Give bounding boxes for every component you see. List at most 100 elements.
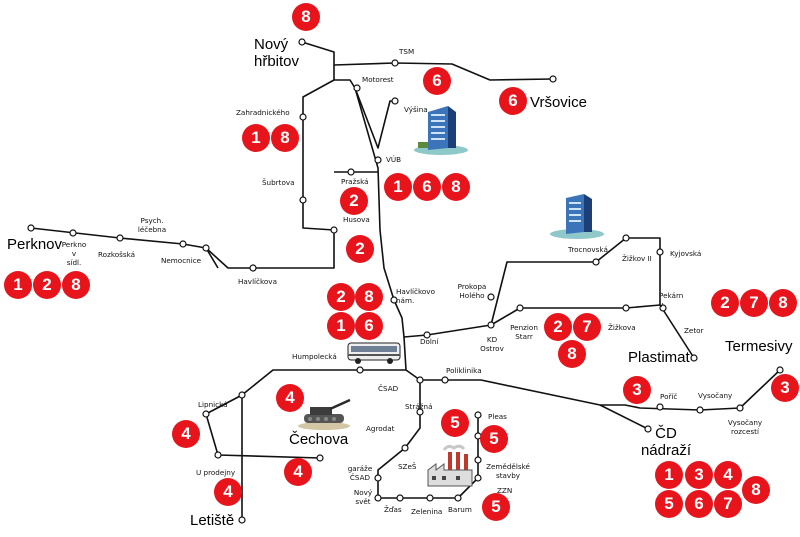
stop-markers — [27, 38, 784, 524]
stop-trocnovska: Trocnovská — [568, 245, 608, 254]
stop-marker — [116, 234, 124, 242]
line-badge: 7 — [714, 490, 742, 518]
stop-novy-svet: Nový svět — [353, 488, 373, 506]
line-badge: 8 — [442, 173, 470, 201]
stop-zzn: ZZN — [497, 486, 513, 495]
stop-humpolecka: Humpolecká — [292, 352, 337, 361]
line-badge: 8 — [355, 283, 383, 311]
stop-lipnicka: Lipnická — [198, 400, 228, 409]
stop-marker — [454, 494, 462, 502]
line-badge: 8 — [769, 289, 797, 317]
line-badge: 1 — [655, 461, 683, 489]
district-perknov: Perknov — [7, 236, 63, 253]
line-badge: 4 — [284, 458, 312, 486]
stop-marker — [644, 425, 652, 433]
line-badge: 2 — [33, 271, 61, 299]
stop-szes: SZeŠ — [398, 462, 417, 471]
line-badge: 8 — [292, 3, 320, 31]
stop-tsm: TSM — [399, 47, 415, 56]
stop-marker — [356, 366, 364, 374]
stop-marker — [330, 226, 338, 234]
stop-marker — [474, 456, 482, 464]
stop-penzion-starr: Penzion Starr — [510, 323, 538, 341]
stop-subrtova: Šubrtova — [262, 178, 295, 187]
line-badge: 6 — [355, 312, 383, 340]
line-badge: 2 — [711, 289, 739, 317]
line-badge: 1 — [384, 173, 412, 201]
line-badge: 1 — [4, 271, 32, 299]
line-badge: 1 — [242, 124, 270, 152]
stop-marker — [776, 366, 784, 374]
stop-marker — [656, 403, 664, 411]
line-badge: 5 — [482, 493, 510, 521]
stop-prazska: Pražská — [341, 177, 369, 186]
line-badge: 5 — [655, 490, 683, 518]
stop-zelenina: Zelenina — [411, 507, 443, 516]
district-novy-hrbitov: Nový hřbitov — [254, 36, 300, 70]
stop-zizkov-ii: Žižkov II — [622, 254, 652, 263]
stop-marker — [202, 244, 210, 252]
stop-havlickovo-nam: Havlíčkovo nám. — [396, 287, 435, 305]
route-lines — [30, 41, 781, 520]
stop-havlickova: Havlíčkova — [238, 277, 277, 286]
stop-marker — [487, 321, 495, 329]
stop-marker — [299, 196, 307, 204]
stop-husova: Husova — [343, 215, 370, 224]
stop-zetor: Zetor — [684, 326, 704, 335]
stop-marker — [391, 59, 399, 67]
district-cechova: Čechova — [289, 431, 349, 448]
stop-marker — [202, 410, 210, 418]
stop-csad: ČSAD — [378, 384, 399, 393]
district-vrsovice: Vršovice — [530, 94, 587, 111]
stop-marker — [214, 451, 222, 459]
stop-pleas: Pleas — [488, 412, 507, 421]
line-badge: 2 — [544, 313, 572, 341]
stop-marker — [391, 97, 399, 105]
line-badge: 2 — [340, 187, 368, 215]
district-cd-nadrazi: ČD nádraží — [640, 425, 692, 459]
stop-marker — [516, 304, 524, 312]
stop-marker — [423, 331, 431, 339]
stop-marker — [549, 75, 557, 83]
line-badge: 4 — [214, 478, 242, 506]
stop-psych-lecebna: Psych. léčebna — [137, 216, 167, 234]
district-termesivy: Termesivy — [725, 338, 793, 355]
line-badge: 7 — [740, 289, 768, 317]
stop-marker — [690, 354, 698, 362]
line-badge: 3 — [623, 376, 651, 404]
stop-marker — [696, 406, 704, 414]
stop-prokopa-holeho: Prokopa Holého — [457, 282, 487, 300]
line-badge: 4 — [172, 420, 200, 448]
stop-agrodat: Agrodat — [366, 424, 395, 433]
line-badge: 5 — [480, 425, 508, 453]
line-badge: 6 — [423, 67, 451, 95]
stop-marker — [592, 258, 600, 266]
stop-vysocany-rozcesti: Vysočany rozcestí — [727, 418, 763, 436]
stop-marker — [487, 293, 495, 301]
stop-marker — [474, 411, 482, 419]
stop-garaze-csad: garáže ČSAD — [347, 464, 373, 482]
stop-nemocnice: Nemocnice — [161, 256, 202, 265]
stop-marker — [298, 38, 306, 46]
stop-zizkova: Žižkova — [608, 323, 636, 332]
stop-dolni: Dolní — [420, 337, 439, 346]
stop-marker — [347, 168, 355, 176]
stop-marker — [426, 494, 434, 502]
line-badge: 7 — [573, 313, 601, 341]
stop-u-prodejny: U prodejny — [196, 468, 236, 477]
line-badge: 6 — [499, 87, 527, 115]
stop-vysina: Výšina — [404, 105, 428, 114]
stop-marker — [401, 444, 409, 452]
stop-marker — [299, 113, 307, 121]
line-badge: 3 — [771, 374, 799, 402]
stop-marker — [396, 494, 404, 502]
stop-pekarn-v: Pekárn v — [659, 291, 684, 309]
stop-marker — [474, 474, 482, 482]
line-badge: 4 — [276, 384, 304, 412]
tower-building-icon — [550, 194, 604, 239]
stop-marker — [416, 376, 424, 384]
stop-marker — [374, 474, 382, 482]
line-badge: 8 — [558, 340, 586, 368]
stop-vysocany: Vysočany — [698, 391, 733, 400]
stop-zahradnickeho: Zahradnického — [236, 108, 290, 117]
